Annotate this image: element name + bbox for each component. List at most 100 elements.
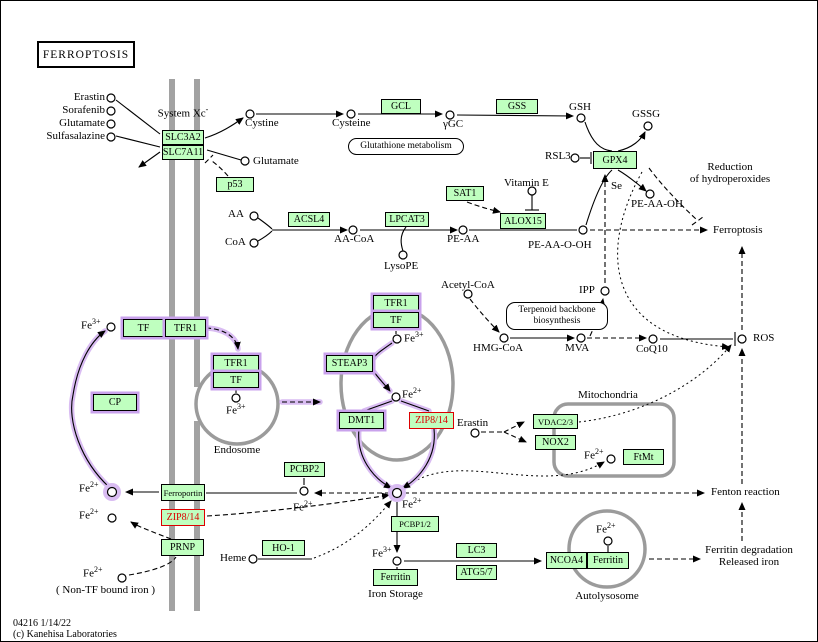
gene-box-ferroportin[interactable]: Ferroportin: [161, 484, 205, 501]
gene-box-ncoa4[interactable]: NCOA4: [546, 552, 587, 569]
node-sorafenib[interactable]: [106, 106, 116, 116]
gene-box-pcbp12[interactable]: PCBP1/2: [391, 516, 439, 532]
node-fe2-zip[interactable]: [107, 513, 117, 523]
node-rsl3[interactable]: [570, 153, 580, 163]
node-coq10[interactable]: [648, 334, 658, 344]
node-fe2-hub[interactable]: [391, 487, 403, 499]
node-ros[interactable]: [737, 334, 747, 344]
node-cystine[interactable]: [245, 109, 255, 119]
node-fe2-pcbp2[interactable]: [299, 486, 309, 496]
node-heme[interactable]: [248, 554, 258, 564]
gene-box-atg57[interactable]: ATG5/7: [456, 565, 497, 580]
gene-box-lc3[interactable]: LC3: [456, 543, 497, 558]
node-hmg-coa[interactable]: [499, 333, 509, 343]
node-pe-aa-o-oh[interactable]: [578, 225, 588, 235]
gene-box-gcl[interactable]: GCL: [381, 99, 421, 114]
label-sorafenib: Sorafenib: [62, 104, 105, 116]
label-pe-aa: PE-AA: [447, 233, 480, 245]
node-glutamate-out[interactable]: [106, 119, 116, 129]
gene-box-lpcat3[interactable]: LPCAT3: [385, 212, 429, 227]
gene-box-zip814-vesicle[interactable]: ZIP8/14: [409, 412, 454, 429]
node-fe3-endosome[interactable]: [231, 393, 241, 403]
solid-connectors: [115, 99, 736, 569]
node-fe2-vesicle[interactable]: [391, 392, 401, 402]
node-mva[interactable]: [576, 333, 586, 343]
label-se: Se: [611, 180, 622, 192]
gene-box-tf-endosome[interactable]: TF: [213, 372, 259, 388]
node-acetyl-coa[interactable]: [463, 289, 473, 299]
gene-box-ferritin-autolysosome[interactable]: Ferritin: [587, 552, 629, 569]
label-fe3-endosome: Fe3+: [226, 402, 246, 417]
label-gsh: GSH: [569, 101, 592, 113]
label-fenton-reaction: Fenton reaction: [711, 486, 780, 498]
label-aa-coa: AA-CoA: [334, 233, 375, 245]
gene-box-sat1[interactable]: SAT1: [446, 186, 484, 201]
gene-box-acsl4[interactable]: ACSL4: [288, 212, 330, 227]
node-aa[interactable]: [249, 211, 259, 221]
label-heme: Heme: [220, 552, 247, 564]
pathway-link-glutathione-metabolism[interactable]: Glutathione metabolism: [348, 138, 464, 155]
node-vitamin-e[interactable]: [527, 186, 537, 196]
gene-box-zip814-membrane[interactable]: ZIP8/14: [161, 509, 205, 526]
gene-box-tf-vesicle[interactable]: TF: [373, 312, 419, 328]
node-fe2-exported[interactable]: [106, 486, 118, 498]
node-fe3-storage[interactable]: [392, 556, 402, 566]
node-fe3-vesicle[interactable]: [392, 334, 402, 344]
node-erastin-mid[interactable]: [470, 428, 480, 438]
gene-box-pcbp2[interactable]: PCBP2: [284, 462, 325, 477]
node-coa[interactable]: [249, 238, 259, 248]
indirect-curves: [313, 171, 732, 559]
node-sulfasalazine[interactable]: [106, 132, 116, 142]
label-fe2-mitochondria: Fe2+: [584, 447, 604, 462]
node-fe2-nontf[interactable]: [117, 573, 127, 583]
node-erastin[interactable]: [106, 93, 116, 103]
dashed-connectors: [128, 154, 746, 576]
node-cysteine[interactable]: [346, 109, 356, 119]
label-fe3-storage: Fe3+: [372, 545, 392, 560]
label-acetyl-coa: Acetyl-CoA: [441, 279, 495, 291]
label-mitochondria: Mitochondria: [578, 389, 638, 401]
node-ipp[interactable]: [600, 286, 610, 296]
node-ygc[interactable]: [445, 110, 455, 120]
gene-box-tf[interactable]: TF: [123, 319, 164, 337]
label-fe3-extracellular: Fe3+: [81, 317, 101, 332]
gene-box-ferritin-storage[interactable]: Ferritin: [373, 569, 418, 586]
label-ros: ROS: [753, 332, 775, 344]
node-fe2-autolysosome[interactable]: [603, 536, 613, 546]
gene-box-steap3[interactable]: STEAP3: [326, 355, 373, 372]
gene-box-gss[interactable]: GSS: [496, 99, 538, 114]
gene-box-vdac23[interactable]: VDAC2/3: [533, 414, 578, 429]
gene-box-cp[interactable]: CP: [93, 394, 137, 411]
gene-box-slc7a11[interactable]: SLC7A11: [162, 145, 204, 160]
gene-box-tfr1-vesicle[interactable]: TFR1: [373, 295, 419, 311]
node-fe2-mitochondria[interactable]: [606, 454, 616, 464]
gene-box-gpx4[interactable]: GPX4: [593, 151, 637, 169]
node-gssg[interactable]: [643, 121, 653, 131]
gene-box-nox2[interactable]: NOX2: [535, 435, 576, 450]
node-pe-aa-oh[interactable]: [645, 189, 655, 199]
label-erastin-mid: Erastin: [457, 417, 489, 429]
gene-box-dmt1[interactable]: DMT1: [339, 412, 384, 429]
gene-box-ftmt[interactable]: FtMt: [623, 449, 664, 465]
iron-flow-highlight: [68, 325, 438, 491]
label-autolysosome: Autolysosome: [575, 590, 639, 602]
node-gsh[interactable]: [576, 113, 586, 123]
gene-box-slc3a2[interactable]: SLC3A2: [162, 130, 204, 145]
label-coa: CoA: [225, 236, 246, 248]
gene-box-p53[interactable]: p53: [216, 177, 254, 192]
label-fe2-vesicle: Fe2+: [402, 386, 422, 401]
node-pe-aa[interactable]: [458, 225, 468, 235]
autolysosome-outline: [567, 509, 647, 589]
hub-highlight: [388, 484, 406, 502]
gene-box-alox15[interactable]: ALOX15: [500, 213, 546, 229]
node-fe3-extracellular[interactable]: [106, 322, 116, 332]
gene-box-prnp[interactable]: PRNP: [161, 539, 204, 556]
node-glutamate-in[interactable]: [240, 156, 250, 166]
node-aa-coa[interactable]: [348, 225, 358, 235]
gene-box-tfr1-endosome[interactable]: TFR1: [213, 355, 259, 371]
gene-box-ho1[interactable]: HO-1: [262, 540, 305, 556]
gene-box-tfr1[interactable]: TFR1: [165, 319, 206, 337]
node-lysope[interactable]: [398, 250, 408, 260]
